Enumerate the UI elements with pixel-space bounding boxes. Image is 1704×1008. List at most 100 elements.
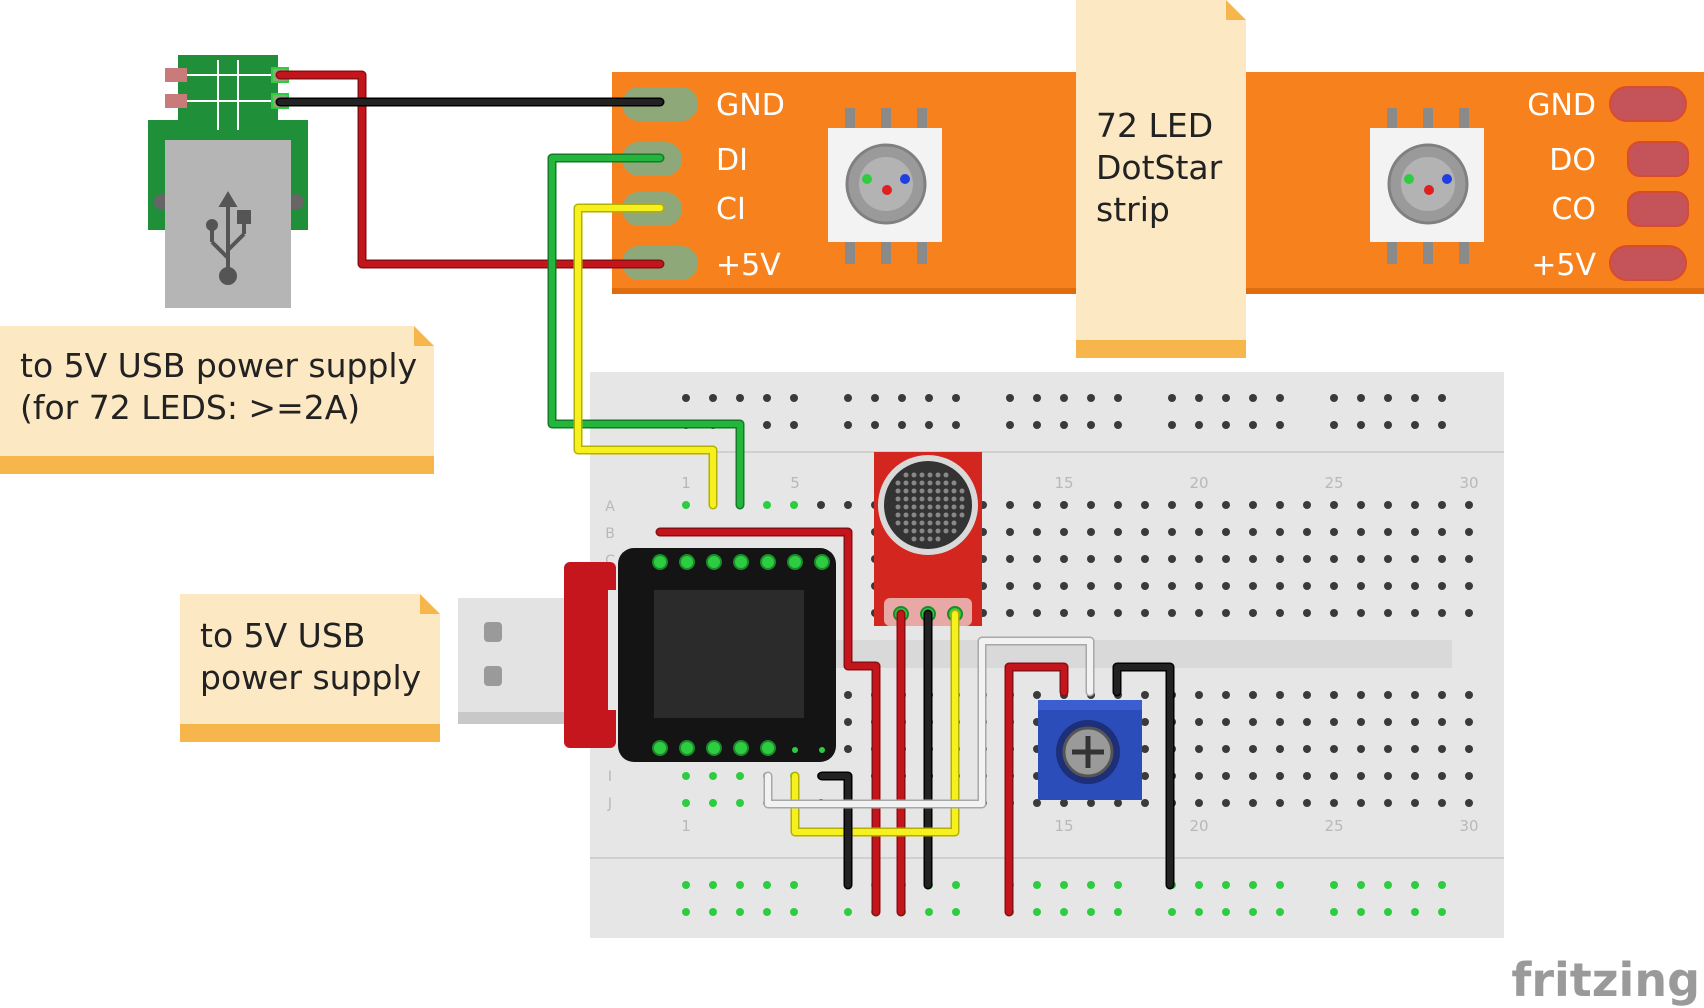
col-num-bottom-30: 30 xyxy=(1459,817,1478,835)
breadboard-hole xyxy=(1330,799,1338,807)
breadboard-hole xyxy=(952,881,960,889)
breadboard-hole xyxy=(1465,528,1473,536)
note-strip: 72 LED DotStar strip xyxy=(1076,0,1246,358)
breadboard-hole xyxy=(1384,799,1392,807)
breadboard-hole xyxy=(1033,528,1041,536)
breadboard-hole xyxy=(952,421,960,429)
breadboard-hole xyxy=(1276,691,1284,699)
microphone-board xyxy=(874,452,982,626)
breadboard-hole xyxy=(1357,745,1365,753)
breadboard-hole xyxy=(1411,555,1419,563)
breadboard-hole xyxy=(1411,691,1419,699)
breadboard-hole xyxy=(1384,691,1392,699)
breadboard-hole xyxy=(682,772,690,780)
breadboard-hole xyxy=(1222,772,1230,780)
breadboard-hole xyxy=(1384,745,1392,753)
breadboard-hole xyxy=(1411,718,1419,726)
breadboard-hole xyxy=(1087,555,1095,563)
breadboard-hole xyxy=(736,772,744,780)
breadboard-hole xyxy=(1249,718,1257,726)
breadboard-hole xyxy=(763,421,771,429)
breadboard-hole xyxy=(1060,555,1068,563)
breadboard-hole xyxy=(1222,394,1230,402)
breadboard-hole xyxy=(1438,908,1446,916)
breadboard-hole xyxy=(1087,528,1095,536)
breadboard-hole xyxy=(1465,718,1473,726)
breadboard-hole xyxy=(1114,908,1122,916)
breadboard-hole xyxy=(1114,881,1122,889)
breadboard-hole xyxy=(1303,772,1311,780)
breadboard-hole xyxy=(736,908,744,916)
breadboard-hole xyxy=(925,421,933,429)
breadboard-hole xyxy=(763,881,771,889)
breadboard-hole xyxy=(1195,528,1203,536)
breadboard-hole xyxy=(1357,908,1365,916)
breadboard-hole xyxy=(1276,609,1284,617)
breadboard-hole xyxy=(1141,799,1149,807)
breadboard-hole xyxy=(1384,609,1392,617)
breadboard-hole xyxy=(1411,609,1419,617)
breadboard-hole xyxy=(1060,394,1068,402)
breadboard-hole xyxy=(1249,772,1257,780)
breadboard-hole xyxy=(709,772,717,780)
breadboard-hole xyxy=(1114,555,1122,563)
breadboard-hole xyxy=(1195,421,1203,429)
breadboard-hole xyxy=(1330,528,1338,536)
breadboard-hole xyxy=(1465,582,1473,590)
breadboard-hole xyxy=(1060,799,1068,807)
breadboard-hole xyxy=(1249,582,1257,590)
breadboard-hole xyxy=(1195,908,1203,916)
breadboard-hole xyxy=(1303,528,1311,536)
breadboard-hole xyxy=(898,421,906,429)
breadboard-hole xyxy=(790,908,798,916)
breadboard-hole xyxy=(1195,799,1203,807)
breadboard-hole xyxy=(1276,528,1284,536)
breadboard-hole xyxy=(682,501,690,509)
breadboard-hole xyxy=(1114,421,1122,429)
note-strip-line2: DotStar xyxy=(1096,148,1223,187)
breadboard-hole xyxy=(1411,394,1419,402)
breadboard-hole xyxy=(1438,582,1446,590)
breadboard-hole xyxy=(1222,421,1230,429)
breadboard-hole xyxy=(1195,745,1203,753)
breadboard-hole xyxy=(1411,745,1419,753)
breadboard-hole xyxy=(1195,881,1203,889)
strip-label-ci: CI xyxy=(716,192,746,227)
breadboard-hole xyxy=(1087,501,1095,509)
breadboard-hole xyxy=(1357,528,1365,536)
breadboard-hole xyxy=(1195,718,1203,726)
breadboard-hole xyxy=(1384,718,1392,726)
breadboard-hole xyxy=(1357,881,1365,889)
breadboard-hole xyxy=(1006,582,1014,590)
breadboard-hole xyxy=(1195,394,1203,402)
led-chip-2 xyxy=(1370,108,1484,264)
breadboard-hole xyxy=(1384,421,1392,429)
breadboard-hole xyxy=(1438,394,1446,402)
breadboard-hole xyxy=(1087,609,1095,617)
breadboard-hole xyxy=(1060,609,1068,617)
breadboard-hole xyxy=(1357,691,1365,699)
breadboard-hole xyxy=(1465,501,1473,509)
col-num-25: 25 xyxy=(1324,474,1343,492)
col-num-bottom-1: 1 xyxy=(681,817,691,835)
breadboard-hole xyxy=(1141,528,1149,536)
breadboard-hole xyxy=(1060,528,1068,536)
breadboard-hole xyxy=(1141,501,1149,509)
breadboard-hole xyxy=(1222,718,1230,726)
breadboard-hole xyxy=(1249,528,1257,536)
breadboard-hole xyxy=(1006,555,1014,563)
breadboard-hole xyxy=(1087,799,1095,807)
column-numbers-top: 1 5 15 20 25 30 xyxy=(681,474,1478,492)
breadboard-hole xyxy=(1411,881,1419,889)
breadboard-hole xyxy=(1411,528,1419,536)
breadboard-hole xyxy=(1438,799,1446,807)
breadboard-hole xyxy=(1222,908,1230,916)
strip-pad-do xyxy=(1627,141,1689,177)
breadboard-hole xyxy=(682,881,690,889)
strip-pad-co xyxy=(1627,191,1689,227)
breadboard-hole xyxy=(1168,394,1176,402)
breadboard-hole xyxy=(1033,908,1041,916)
note-usb-board-line1: to 5V USB xyxy=(200,616,365,655)
strip-label-5v-in: +5V xyxy=(716,248,781,283)
breadboard-hole xyxy=(709,908,717,916)
